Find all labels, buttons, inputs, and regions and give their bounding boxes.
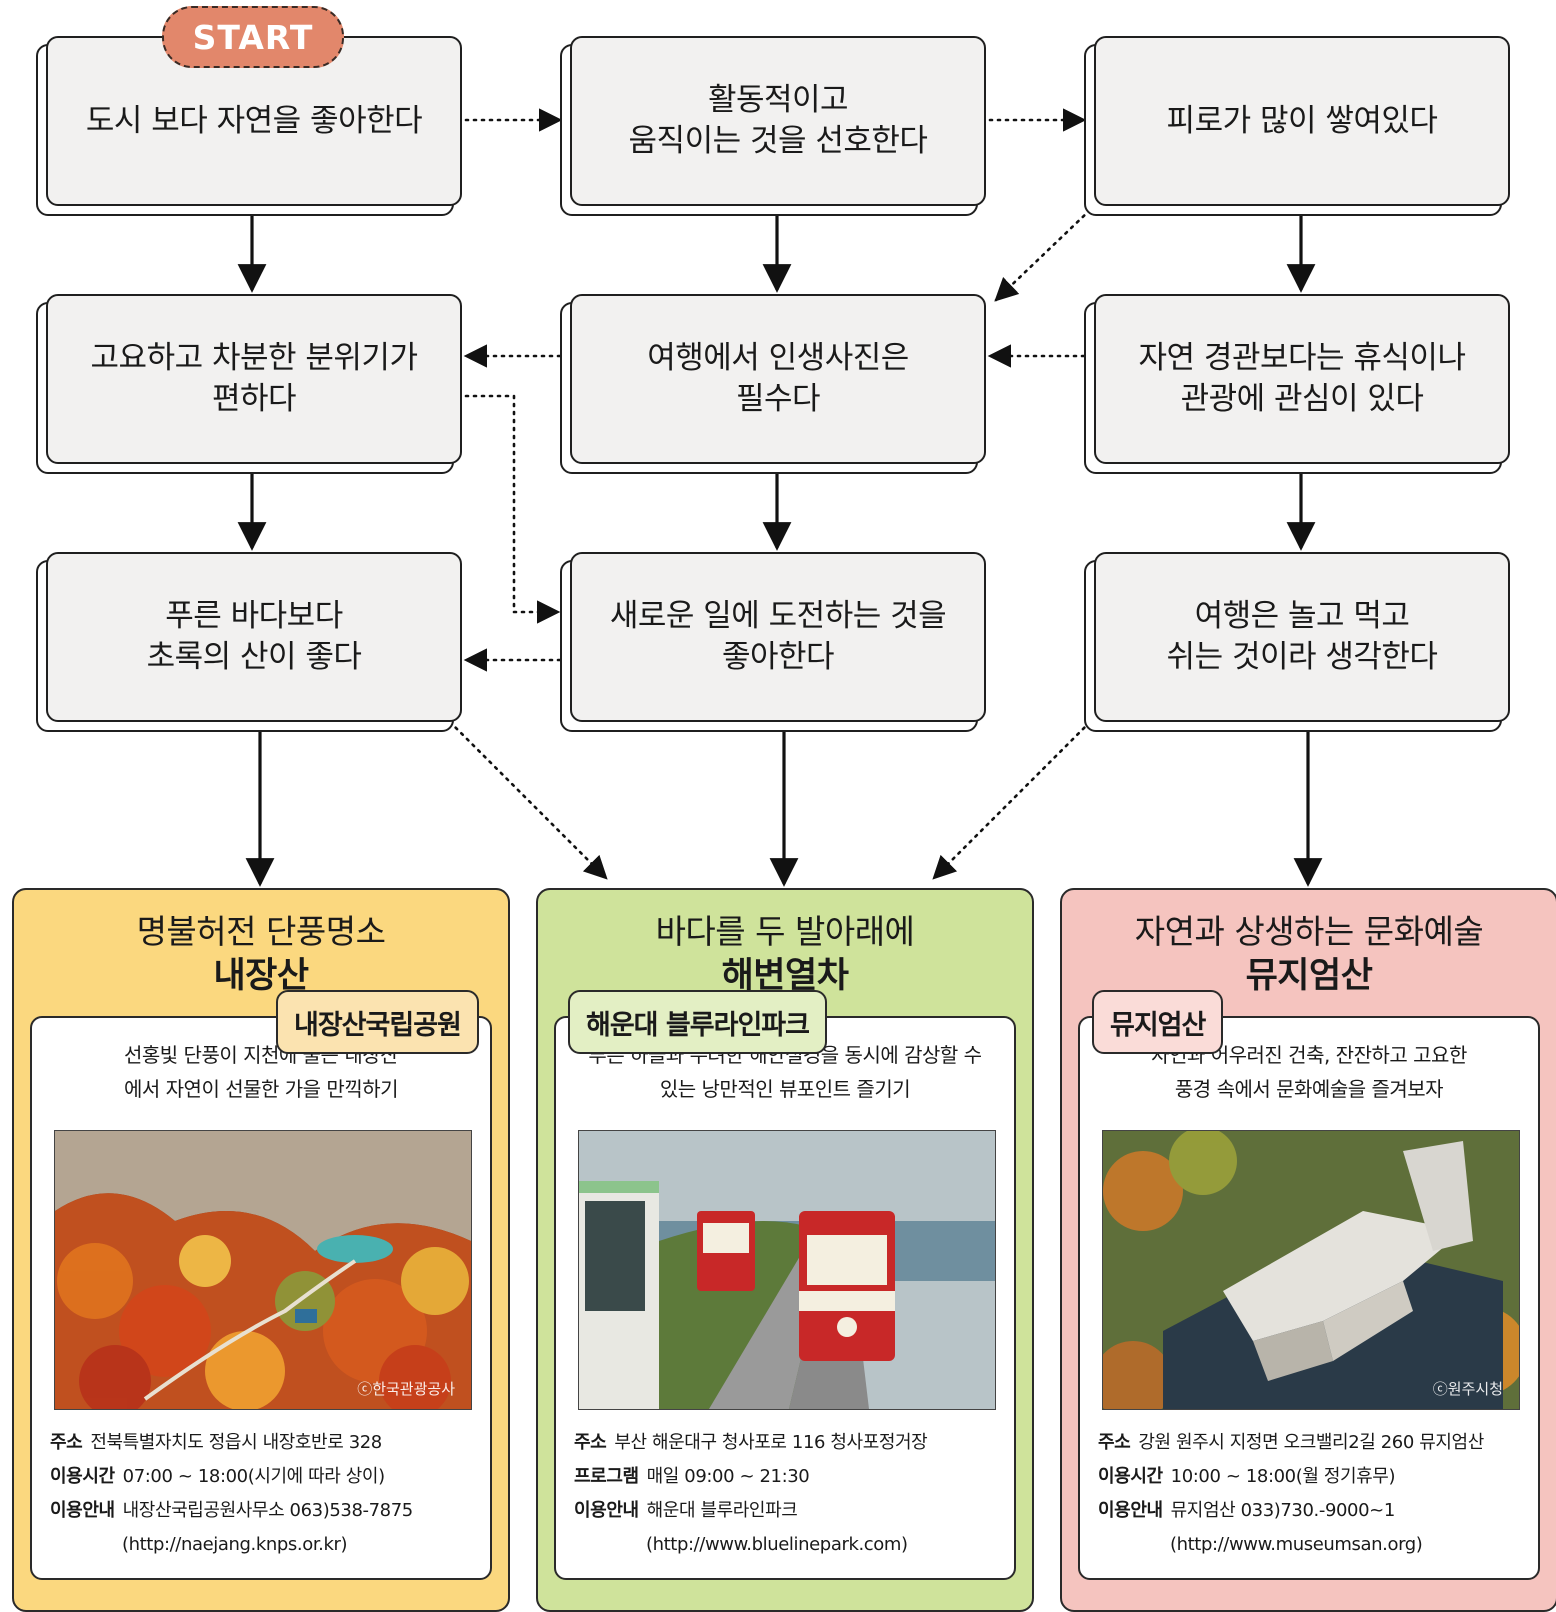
info-hours-row: 이용시간 10:00 ~ 18:00(월 정기휴무) — [1098, 1460, 1528, 1494]
question-text: 활동적이고 움직이는 것을 선호한다 — [628, 82, 928, 159]
dotted-arrow-q4-to-q8 — [464, 394, 561, 624]
info-value: 뮤지엄산 033)730.-9000~1 — [1170, 1500, 1396, 1521]
question-card: 새로운 일에 도전하는 것을 좋아한다 — [570, 552, 986, 722]
info-url[interactable]: (http://www.museumsan.org) — [1170, 1534, 1423, 1555]
info-label: 주소 — [1098, 1432, 1131, 1453]
info-label: 이용안내 — [574, 1500, 639, 1521]
result-subtitle: 명불허전 단풍명소 — [136, 912, 386, 951]
info-contact-row: 이용안내 뮤지엄산 033)730.-9000~1 — [1098, 1494, 1528, 1528]
info-contact-row: 이용안내 해운대 블루라인파크 — [574, 1494, 1004, 1528]
question-card: 자연 경관보다는 휴식이나 관광에 관심이 있다 — [1094, 294, 1510, 464]
info-value: 10:00 ~ 18:00(월 정기휴무) — [1170, 1466, 1396, 1487]
info-url[interactable]: (http://www.bluelinepark.com) — [646, 1534, 908, 1555]
question-card: 고요하고 차분한 분위기가 편하다 — [46, 294, 462, 464]
question-text: 고요하고 차분한 분위기가 편하다 — [90, 340, 418, 417]
result-subtitle: 자연과 상생하는 문화예술 — [1134, 912, 1484, 951]
dotted-arrow-q7-to-result2 — [448, 720, 608, 880]
info-value: 강원 원주시 지정면 오크밸리2길 260 뮤지엄산 — [1138, 1432, 1484, 1453]
result-detail-panel: 선홍빛 단풍이 지천에 물든 내장산 에서 자연이 선물한 가을 만끽하기 — [30, 1016, 492, 1580]
info-label: 이용시간 — [1098, 1466, 1163, 1487]
question-card: 도시 보다 자연을 좋아한다 — [46, 36, 462, 206]
start-badge: START — [162, 6, 344, 68]
question-card: 여행은 놀고 먹고 쉬는 것이라 생각한다 — [1094, 552, 1510, 722]
question-box-9: 여행은 놀고 먹고 쉬는 것이라 생각한다 — [1084, 552, 1510, 732]
question-text: 푸른 바다보다 초록의 산이 좋다 — [146, 598, 362, 675]
dotted-arrow-q9-to-result2 — [932, 720, 1092, 880]
info-url[interactable]: (http://naejang.knps.or.kr) — [122, 1534, 348, 1555]
info-value: 내장산국립공원사무소 063)538-7875 — [122, 1500, 414, 1521]
result-name: 뮤지엄산 — [1245, 956, 1373, 996]
question-box-2: 활동적이고 움직이는 것을 선호한다 — [560, 36, 986, 216]
question-box-3: 피로가 많이 쌓여있다 — [1084, 36, 1510, 216]
result-card-museum-san: 자연과 상생하는 문화예술 뮤지엄산 자연과 어우러진 건축, 잔잔하고 고요한… — [1060, 888, 1556, 1612]
question-card: 푸른 바다보다 초록의 산이 좋다 — [46, 552, 462, 722]
question-box-8: 새로운 일에 도전하는 것을 좋아한다 — [560, 552, 986, 732]
question-text: 새로운 일에 도전하는 것을 좋아한다 — [609, 598, 947, 675]
result-detail-panel: 푸른 하늘과 수려한 해안절경을 동시에 감상할 수 있는 낭만적인 뷰포인트 … — [554, 1016, 1016, 1580]
result-tag: 내장산국립공원 — [276, 990, 479, 1054]
result-title: 자연과 상생하는 문화예술 뮤지엄산 — [1062, 910, 1556, 998]
question-text: 도시 보다 자연을 좋아한다 — [85, 102, 423, 139]
result-detail-panel: 자연과 어우러진 건축, 잔잔하고 고요한 풍경 속에서 문화예술을 즐겨보자 — [1078, 1016, 1540, 1580]
info-contact-row: 이용안내 내장산국립공원사무소 063)538-7875 — [50, 1494, 480, 1528]
beach-train-photo — [578, 1130, 996, 1410]
question-box-1: 도시 보다 자연을 좋아한다 — [36, 36, 462, 216]
info-label: 프로그램 — [574, 1466, 639, 1487]
question-box-4: 고요하고 차분한 분위기가 편하다 — [36, 294, 462, 474]
info-hours-row: 이용시간 07:00 ~ 18:00(시기에 따라 상이) — [50, 1460, 480, 1494]
info-label: 이용안내 — [1098, 1500, 1163, 1521]
question-box-7: 푸른 바다보다 초록의 산이 좋다 — [36, 552, 462, 732]
info-address-row: 주소 강원 원주시 지정면 오크밸리2길 260 뮤지엄산 — [1098, 1426, 1528, 1460]
result-subtitle: 바다를 두 발아래에 — [655, 912, 915, 951]
info-address-row: 주소 부산 해운대구 청사포로 116 청사포정거장 — [574, 1426, 1004, 1460]
question-text: 피로가 많이 쌓여있다 — [1166, 102, 1438, 139]
result-name: 내장산 — [213, 956, 309, 996]
result-card-beach-train: 바다를 두 발아래에 해변열차 푸른 하늘과 수려한 해안절경을 동시에 감상할… — [536, 888, 1034, 1612]
dotted-arrow-q3-to-q5 — [994, 208, 1092, 302]
result-tag: 해운대 블루라인파크 — [568, 990, 827, 1054]
info-label: 주소 — [50, 1432, 83, 1453]
question-card: 여행에서 인생사진은 필수다 — [570, 294, 986, 464]
result-name: 해변열차 — [721, 956, 849, 996]
question-text: 여행은 놀고 먹고 쉬는 것이라 생각한다 — [1166, 598, 1438, 675]
result-card-naejangsan: 명불허전 단풍명소 내장산 선홍빛 단풍이 지천에 물든 내장산 에서 자연이 … — [12, 888, 510, 1612]
info-value: 매일 09:00 ~ 21:30 — [646, 1466, 810, 1487]
info-value: 07:00 ~ 18:00(시기에 따라 상이) — [122, 1466, 385, 1487]
info-value: 부산 해운대구 청사포로 116 청사포정거장 — [614, 1432, 928, 1453]
info-value: 전북특별자치도 정읍시 내장호반로 328 — [90, 1432, 382, 1453]
result-title: 바다를 두 발아래에 해변열차 — [538, 910, 1032, 998]
result-description: 자연과 어우러진 건축, 잔잔하고 고요한 풍경 속에서 문화예술을 즐겨보자 — [1151, 1043, 1467, 1101]
result-tag: 뮤지엄산 — [1092, 990, 1224, 1054]
result-info: 주소 강원 원주시 지정면 오크밸리2길 260 뮤지엄산 이용시간 10:00 ~… — [1098, 1426, 1528, 1562]
info-label: 이용시간 — [50, 1466, 115, 1487]
info-label: 주소 — [574, 1432, 607, 1453]
question-text: 여행에서 인생사진은 필수다 — [647, 340, 909, 417]
question-box-5: 여행에서 인생사진은 필수다 — [560, 294, 986, 474]
info-address-row: 주소 전북특별자치도 정읍시 내장호반로 328 — [50, 1426, 480, 1460]
info-value: 해운대 블루라인파크 — [646, 1500, 798, 1521]
question-text: 자연 경관보다는 휴식이나 관광에 관심이 있다 — [1138, 340, 1466, 417]
question-box-6: 자연 경관보다는 휴식이나 관광에 관심이 있다 — [1084, 294, 1510, 474]
museum-san-photo: ⓒ원주시청 — [1102, 1130, 1520, 1410]
info-program-row: 프로그램 매일 09:00 ~ 21:30 — [574, 1460, 1004, 1494]
info-label: 이용안내 — [50, 1500, 115, 1521]
naejangsan-autumn-photo: ⓒ한국관광공사 — [54, 1130, 472, 1410]
result-title: 명불허전 단풍명소 내장산 — [14, 910, 508, 998]
question-card: 활동적이고 움직이는 것을 선호한다 — [570, 36, 986, 206]
result-info: 주소 전북특별자치도 정읍시 내장호반로 328 이용시간 07:00 ~ 18:0… — [50, 1426, 480, 1562]
photo-credit: ⓒ원주시청 — [1432, 1380, 1503, 1398]
question-card: 피로가 많이 쌓여있다 — [1094, 36, 1510, 206]
photo-credit: ⓒ한국관광공사 — [357, 1380, 455, 1398]
result-info: 주소 부산 해운대구 청사포로 116 청사포정거장 프로그램 매일 09:00 ~… — [574, 1426, 1004, 1562]
